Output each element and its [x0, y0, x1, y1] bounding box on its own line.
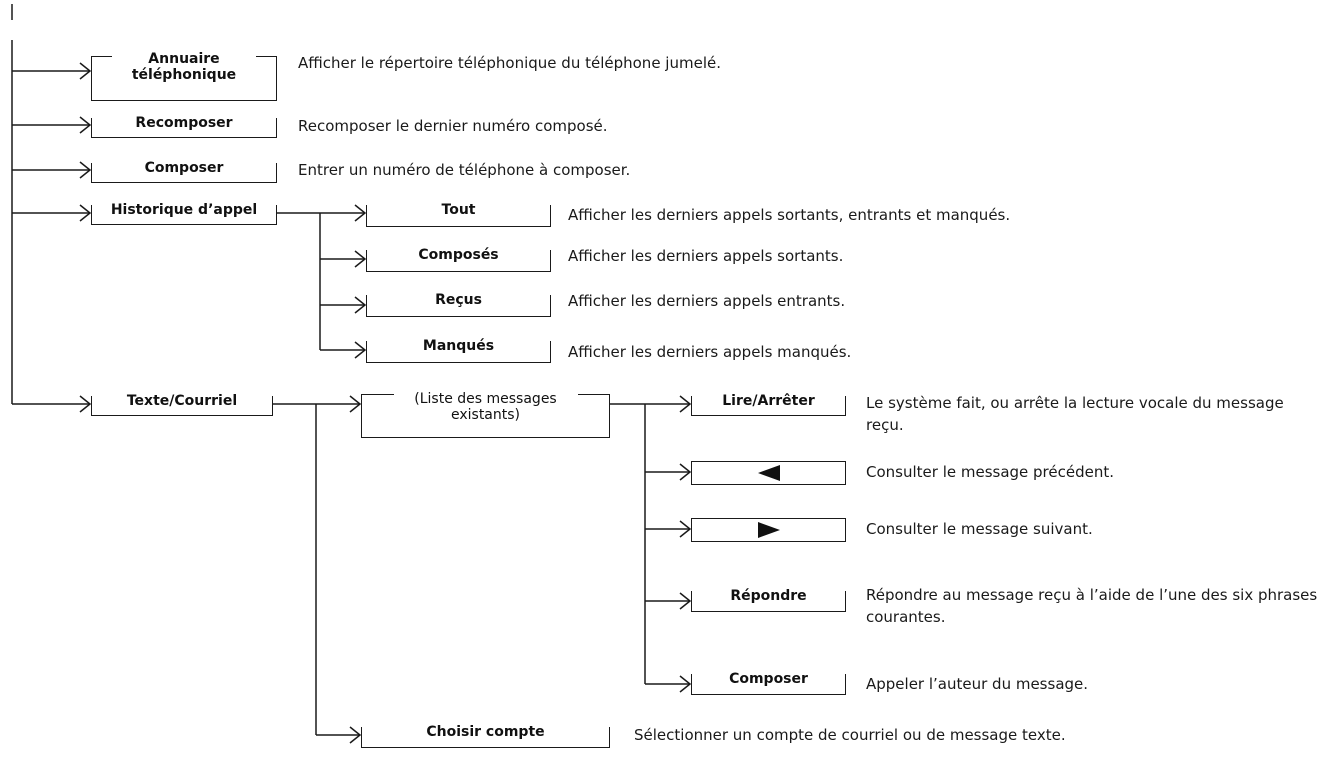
lire-label: Lire/Arrêter [692, 393, 845, 409]
composer-box[interactable]: Composer [91, 160, 277, 183]
manques-label: Manqués [367, 338, 550, 354]
composes-description: Afficher les derniers appels sortants. [568, 247, 844, 265]
historique-item-manques[interactable]: Manqués [366, 338, 551, 363]
recomposer-description: Recomposer le dernier numéro composé. [298, 117, 608, 135]
texte-label: Texte/Courriel [92, 393, 272, 409]
compte-description: Sélectionner un compte de courriel ou de… [634, 726, 1066, 744]
liste-item-lire[interactable]: Lire/Arrêter [691, 393, 846, 416]
level1-arrows [12, 62, 92, 413]
tout-description: Afficher les derniers appels sortants, e… [568, 206, 1011, 224]
historique-box[interactable]: Historique d’appel [91, 202, 277, 225]
recomposer-label: Recomposer [92, 115, 276, 131]
historique-item-tout[interactable]: Tout [366, 202, 551, 227]
historique-item-recus[interactable]: Reçus [366, 292, 551, 317]
composer-description: Entrer un numéro de téléphone à composer… [298, 161, 631, 179]
historique-item-composes[interactable]: Composés [366, 247, 551, 272]
composes-label: Composés [367, 247, 550, 263]
composer-message-label: Composer [692, 671, 845, 687]
recus-label: Reçus [367, 292, 550, 308]
composer-label: Composer [92, 160, 276, 176]
repondre-description: Répondre au message reçu à l’aide de l’u… [866, 586, 1318, 626]
triangle-left-icon [757, 465, 780, 481]
suivant-description: Consulter le message suivant. [866, 520, 1093, 538]
liste-label: (Liste des messages existants) [393, 391, 578, 423]
liste-item-suivant[interactable] [691, 518, 846, 542]
historique-label: Historique d’appel [92, 202, 276, 218]
composer-message-description: Appeler l’auteur du message. [866, 675, 1089, 693]
recus-description: Afficher les derniers appels entrants. [568, 292, 846, 310]
annuaire-label: Annuaire téléphonique [112, 51, 256, 83]
precedent-description: Consulter le message précédent. [866, 463, 1115, 481]
recomposer-box[interactable]: Recomposer [91, 115, 277, 138]
texte-box[interactable]: Texte/Courriel [91, 393, 273, 416]
lire-description: Le système fait, ou arrête la lecture vo… [866, 394, 1284, 434]
liste-box[interactable]: (Liste des messages existants) [361, 391, 610, 438]
compte-label: Choisir compte [362, 724, 609, 740]
tout-label: Tout [367, 202, 550, 218]
liste-branch [610, 395, 692, 693]
manques-description: Afficher les derniers appels manqués. [568, 343, 852, 361]
annuaire-box[interactable]: Annuaire téléphonique [91, 51, 277, 101]
compte-box[interactable]: Choisir compte [361, 724, 610, 748]
triangle-right-icon [757, 522, 780, 538]
texte-branch [272, 395, 362, 744]
liste-item-repondre[interactable]: Répondre [691, 588, 846, 612]
liste-item-precedent[interactable] [691, 461, 846, 485]
repondre-label: Répondre [692, 588, 845, 604]
liste-item-composer[interactable]: Composer [691, 671, 846, 695]
annuaire-description: Afficher le répertoire téléphonique du t… [298, 54, 721, 72]
historique-branch [276, 204, 367, 359]
